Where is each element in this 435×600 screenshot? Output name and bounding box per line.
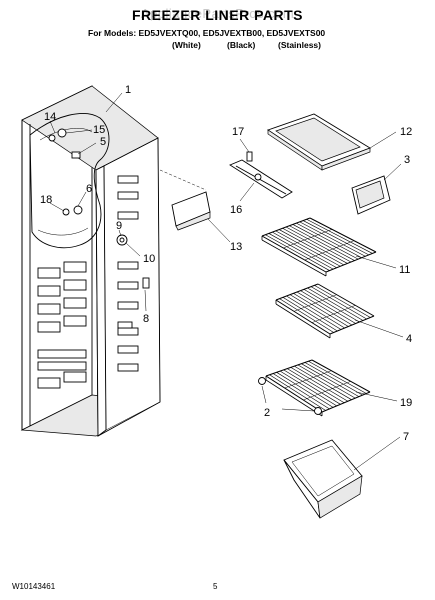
callout-10: 10 bbox=[143, 253, 155, 265]
callout-19: 19 bbox=[400, 397, 412, 409]
callout-7: 7 bbox=[403, 431, 409, 443]
callouts: 1 14 15 5 6 18 9 10 8 13 17 12 3 16 11 4… bbox=[40, 84, 412, 443]
callout-8: 8 bbox=[143, 313, 149, 325]
callout-15: 15 bbox=[93, 124, 105, 136]
watermark: AppliancePartsPros.com bbox=[140, 6, 295, 21]
callout-18: 18 bbox=[40, 194, 52, 206]
callout-14: 14 bbox=[44, 111, 56, 123]
callout-3: 3 bbox=[404, 154, 410, 166]
diagram-title: FREEZER LINER PARTS bbox=[131, 7, 304, 23]
callout-13: 13 bbox=[230, 241, 242, 253]
callout-4: 4 bbox=[406, 333, 412, 345]
callout-17: 17 bbox=[232, 126, 244, 138]
part-4-wire-shelf bbox=[275, 283, 375, 339]
callout-11: 11 bbox=[399, 264, 410, 276]
variant-stainless: (Stainless) bbox=[278, 40, 321, 50]
doc-number: W10143461 bbox=[12, 582, 56, 591]
part-19-wire-shelf bbox=[265, 359, 371, 417]
callout-2: 2 bbox=[264, 407, 270, 419]
part-13-deflector bbox=[159, 169, 211, 231]
freezer-liner bbox=[20, 85, 161, 437]
callout-16: 16 bbox=[230, 204, 242, 216]
part-2-clips bbox=[258, 377, 322, 415]
variant-white: (White) bbox=[172, 40, 201, 50]
callout-5: 5 bbox=[100, 136, 106, 148]
right-wall-slots bbox=[117, 175, 139, 372]
callout-1: 1 bbox=[125, 84, 131, 96]
part-7-bin bbox=[283, 439, 363, 519]
callout-9: 9 bbox=[116, 220, 122, 232]
callout-12: 12 bbox=[400, 126, 412, 138]
variant-black: (Black) bbox=[227, 40, 256, 50]
part-12-top-shelf bbox=[266, 113, 372, 171]
leader-lines bbox=[49, 92, 404, 471]
models-label: For Models: ED5JVEXTQ00, ED5JVEXTB00, ED… bbox=[88, 28, 326, 38]
page-number: 5 bbox=[213, 582, 218, 591]
part-11-wire-shelf bbox=[261, 217, 377, 277]
callout-6: 6 bbox=[86, 183, 92, 195]
left-wall-slots bbox=[37, 261, 87, 389]
part-16-shelf-bracket bbox=[229, 151, 293, 199]
part-3-bin bbox=[351, 175, 391, 215]
